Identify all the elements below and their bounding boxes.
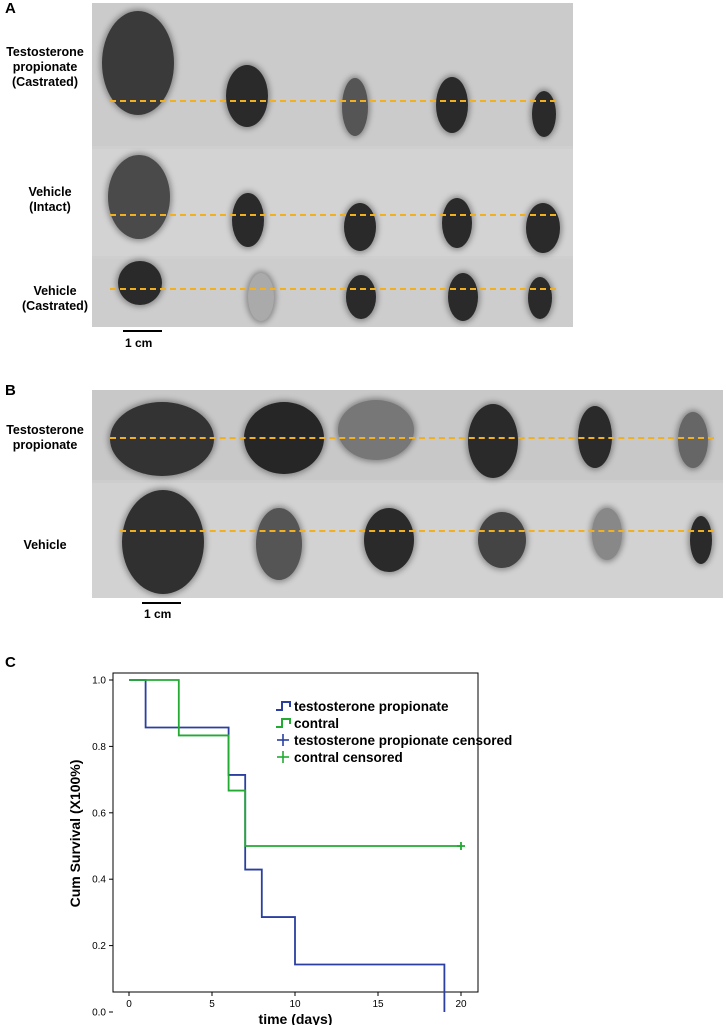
panel-a-scale-bar	[123, 330, 162, 332]
tumor-specimen	[346, 275, 376, 319]
tumor-specimen	[532, 91, 556, 137]
alignment-guide-line	[110, 288, 556, 290]
panel-b-row-2-label: Vehicle	[23, 538, 67, 552]
tumor-specimen	[248, 273, 274, 321]
legend-label: contral	[294, 716, 339, 731]
tumor-specimen	[108, 155, 170, 239]
y-tick-label: 0.8	[92, 742, 106, 753]
panel-a-row-2-strip	[92, 149, 573, 256]
alignment-guide-line	[110, 437, 714, 439]
x-axis-label: time (days)	[259, 1011, 333, 1025]
tumor-specimen	[592, 508, 622, 560]
tumor-specimen	[226, 65, 268, 127]
tumor-specimen	[118, 261, 162, 305]
tumor-specimen	[232, 193, 264, 247]
x-tick-label: 5	[209, 999, 215, 1010]
legend-swatch-step	[276, 718, 291, 728]
alignment-guide-line	[110, 214, 556, 216]
panel-a-row-1-label: Testosterone propionate (Castrated)	[6, 45, 84, 89]
tumor-specimen	[344, 203, 376, 251]
tumor-specimen	[478, 512, 526, 568]
y-tick-label: 0.6	[92, 808, 106, 819]
tumor-specimen	[338, 400, 414, 460]
panel-a-row-3-strip	[92, 259, 573, 327]
y-tick-label: 1.0	[92, 676, 106, 687]
y-tick-label: 0.4	[92, 875, 106, 886]
tumor-specimen	[256, 508, 302, 580]
chart-series	[129, 679, 465, 1012]
panel-a-letter: A	[5, 0, 16, 17]
panel-b-scale-bar	[142, 602, 181, 604]
tumor-specimen	[364, 508, 414, 572]
chart-legend: testosterone propionate contral testostero…	[276, 699, 512, 765]
panel-a-row-2-label: Vehicle (Intact)	[28, 185, 72, 214]
series-line-testosterone	[129, 679, 446, 1012]
tumor-specimen	[690, 516, 712, 564]
panel-b-row-1-label: Testosterone propionate	[6, 423, 84, 452]
tumor-specimen	[468, 404, 518, 478]
alignment-guide-line	[120, 530, 714, 532]
panel-b-scale-label: 1 cm	[144, 607, 172, 621]
legend-label: contral censored	[294, 750, 403, 765]
panel-b-letter: B	[5, 382, 16, 399]
x-tick-label: 20	[455, 999, 467, 1010]
tumor-specimen	[448, 273, 478, 321]
legend-label: testosterone propionate	[294, 699, 449, 714]
tumor-specimen	[122, 490, 204, 594]
panel-a-row-3-label: Vehicle (Castrated)	[22, 284, 88, 313]
tumor-specimen	[528, 277, 552, 319]
series-line-control	[129, 679, 461, 847]
tumor-specimen	[342, 78, 368, 136]
y-tick-label: 0.0	[92, 1008, 106, 1019]
tumor-specimen	[102, 11, 174, 115]
panel-a-scale-label: 1 cm	[125, 336, 153, 350]
tumor-specimen	[110, 402, 214, 476]
alignment-guide-line	[110, 100, 556, 102]
chart-axes: 0.0 0.2 0.4 0.6 0.8 1.0 0 5 10 15 20 time (days) Cum…	[67, 672, 479, 1025]
tumor-specimen	[442, 198, 472, 248]
tumor-specimen	[526, 203, 560, 253]
legend-swatch-step	[276, 701, 291, 711]
survival-chart: 0.0 0.2 0.4 0.6 0.8 1.0 0 5 10 15 20 time (days) Cum…	[67, 672, 512, 1025]
tumor-specimen	[436, 77, 468, 133]
panel-b-photo	[92, 390, 723, 598]
x-tick-label: 0	[126, 999, 132, 1010]
y-axis-label: Cum Survival (X100%)	[67, 760, 83, 908]
panel-c-letter: C	[5, 654, 16, 671]
x-tick-label: 10	[289, 999, 301, 1010]
legend-label: testosterone propionate censored	[294, 733, 512, 748]
y-tick-label: 0.2	[92, 941, 106, 952]
tumor-specimen	[678, 412, 708, 468]
x-tick-label: 15	[372, 999, 384, 1010]
panel-a-photo	[92, 3, 573, 327]
